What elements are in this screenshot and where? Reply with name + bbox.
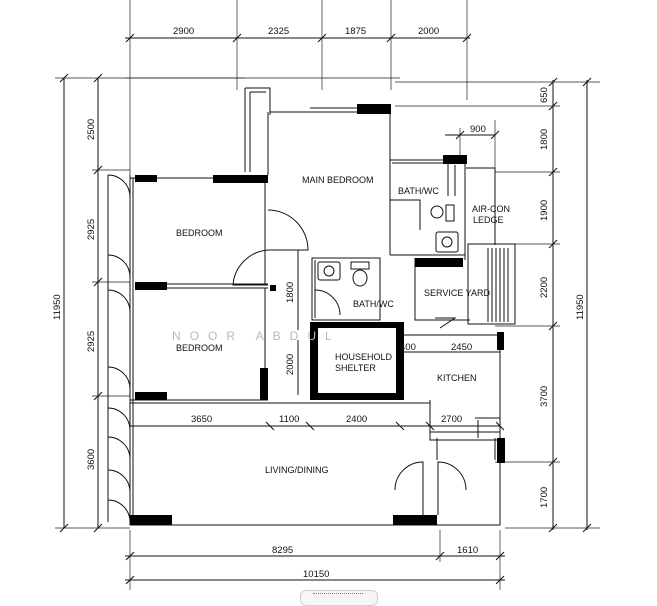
room-labels: MAIN BEDROOM BEDROOM BEDROOM BATH/WC BAT…	[176, 175, 510, 475]
dim-left-1: 2500	[86, 119, 97, 140]
dim-int-1100: 1100	[279, 414, 299, 425]
dim-bottom-2: 1610	[457, 545, 478, 556]
room-household-shelter-1: HOUSEHOLD	[335, 352, 393, 362]
dim-int-3650: 3650	[191, 414, 212, 425]
room-main-bedroom: MAIN BEDROOM	[302, 175, 374, 185]
dim-bottom-total: 10150	[303, 569, 329, 580]
dim-int-2400: 2400	[346, 414, 367, 425]
dim-right-4: 2200	[539, 277, 550, 298]
dim-right-6: 1700	[539, 487, 550, 508]
dim-int-400: 400	[400, 342, 416, 353]
dim-right-total: 11950	[575, 294, 586, 320]
dim-int-2700: 2700	[441, 414, 462, 425]
dimension-lines	[55, 0, 600, 590]
dim-top-3: 1875	[345, 26, 366, 37]
tab-handle-dots	[313, 593, 363, 597]
dim-right-5: 3700	[539, 386, 550, 407]
dim-right-1: 650	[539, 87, 550, 103]
dim-int-1800: 1800	[285, 282, 296, 303]
room-bedroom-1: BEDROOM	[176, 228, 223, 238]
viewer-tab-handle[interactable]	[300, 590, 378, 606]
dim-left-total: 11950	[52, 294, 63, 320]
room-aircon-ledge-1: AIR-CON	[472, 204, 510, 214]
dim-int-2450: 2450	[451, 342, 472, 353]
room-household-shelter-2: SHELTER	[335, 363, 376, 373]
dim-top-2: 2325	[268, 26, 289, 37]
dim-top-4: 2000	[418, 26, 439, 37]
dim-left-4: 3600	[86, 449, 97, 470]
dim-top-1: 2900	[173, 26, 194, 37]
dim-right-2: 1800	[539, 129, 550, 150]
room-kitchen: KITCHEN	[437, 373, 477, 383]
room-living-dining: LIVING/DINING	[265, 465, 329, 475]
room-aircon-ledge-2: LEDGE	[473, 215, 504, 225]
dim-left-3: 2925	[86, 331, 97, 352]
room-bedroom-2: BEDROOM	[176, 343, 223, 353]
room-service-yard: SERVICE YARD	[424, 288, 491, 298]
dim-900: 900	[470, 124, 486, 135]
room-bath-wc-2: BATH/WC	[353, 299, 394, 309]
door-swings	[107, 174, 467, 523]
dimension-labels: 2900 2325 1875 2000 650 1800 900 1900 22…	[52, 26, 586, 580]
dim-right-3: 1900	[539, 200, 550, 221]
watermark-text: NOOR ABDUL	[172, 329, 341, 343]
walls	[129, 87, 516, 526]
dim-int-2000: 2000	[285, 354, 296, 375]
dim-bottom-1: 8295	[272, 545, 293, 556]
room-bath-wc-1: BATH/WC	[398, 186, 439, 196]
dim-left-2: 2925	[86, 219, 97, 240]
